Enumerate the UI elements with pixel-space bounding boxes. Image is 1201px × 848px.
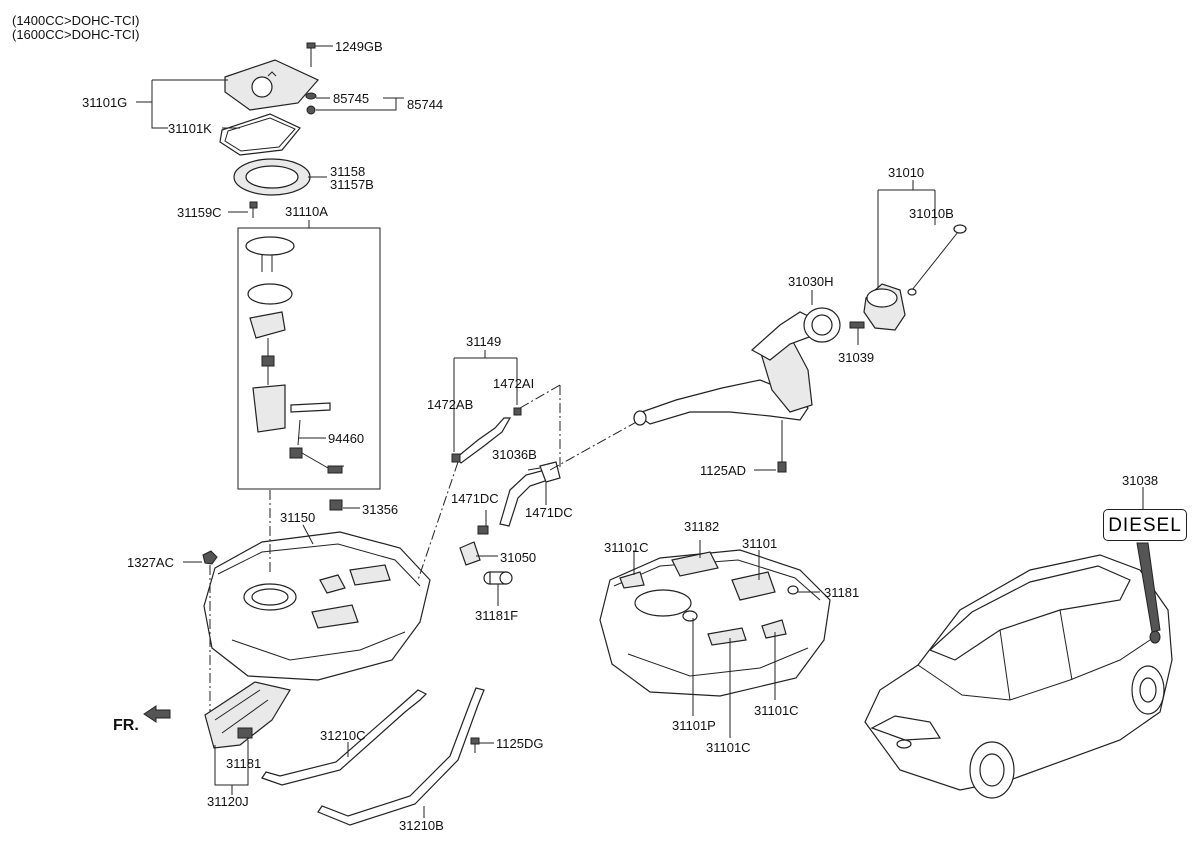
label-31157b: 31157B xyxy=(330,177,374,192)
screw-1249gb xyxy=(305,42,317,115)
label-31101k: 31101K xyxy=(168,121,212,136)
pump-module-box xyxy=(237,227,381,490)
screw-31159c xyxy=(249,201,258,218)
label-31159c: 31159C xyxy=(177,205,222,220)
label-31038: 31038 xyxy=(1122,473,1159,488)
label-31101c-b: 31101C xyxy=(706,740,751,755)
label-31101: 31101 xyxy=(742,536,778,551)
fuel-tank-detail xyxy=(599,549,831,697)
fuel-pump-module xyxy=(245,236,345,474)
fuel-cap xyxy=(863,224,967,331)
label-1471dc-a: 1471DC xyxy=(451,491,499,506)
label-31150: 31150 xyxy=(280,510,316,525)
label-1472ab: 1472AB xyxy=(427,397,474,412)
tank-protector xyxy=(204,681,291,749)
label-31181-right: 31181 xyxy=(824,585,860,600)
label-94460: 94460 xyxy=(328,431,365,446)
bolt-1125dg xyxy=(470,737,480,753)
pump-cover-plate xyxy=(224,59,319,111)
label-31149: 31149 xyxy=(466,334,502,349)
label-85744: 85744 xyxy=(407,97,444,112)
label-1471dc-b: 1471DC xyxy=(525,505,573,520)
pump-seal-plate xyxy=(233,158,311,196)
label-31181f: 31181F xyxy=(475,608,519,623)
label-1472ai: 1472AI xyxy=(493,376,535,391)
label-31050: 31050 xyxy=(500,550,537,565)
label-31210c: 31210C xyxy=(320,728,366,743)
front-arrow-icon xyxy=(143,705,171,723)
label-31101p: 31101P xyxy=(672,718,716,733)
label-31010: 31010 xyxy=(888,165,925,180)
bolt-1125ad xyxy=(777,420,787,473)
label-31101c-a: 31101C xyxy=(604,540,649,555)
pump-gasket-ring xyxy=(219,113,301,156)
nut-1327ac xyxy=(202,550,218,565)
tank-strap-31210c xyxy=(261,689,428,786)
label-31110a: 31110A xyxy=(285,204,328,219)
label-31101c-c: 31101C xyxy=(754,703,799,718)
label-31101g: 31101G xyxy=(82,95,128,110)
label-31181-left: 31181 xyxy=(226,756,262,771)
car-illustration xyxy=(864,554,1173,799)
cap-31181f xyxy=(483,571,513,585)
label-1125dg: 1125DG xyxy=(496,736,544,751)
label-31120j: 31120J xyxy=(207,794,249,809)
label-1125ad: 1125AD xyxy=(700,463,747,478)
label-1327ac: 1327AC xyxy=(127,555,174,570)
fuel-tank-main xyxy=(203,531,431,681)
header-line-2: (1600CC>DOHC-TCI) xyxy=(12,27,140,42)
diesel-pointer xyxy=(1136,542,1161,633)
label-fr: FR. xyxy=(113,717,139,734)
label-31039: 31039 xyxy=(838,350,875,365)
label-31036b: 31036B xyxy=(492,447,537,462)
clip-31356 xyxy=(329,499,343,511)
header-line-1: (1400CC>DOHC-TCI) xyxy=(12,13,140,28)
label-1249gb: 1249GB xyxy=(335,39,383,54)
label-31158: 31158 xyxy=(330,164,366,179)
label-31356: 31356 xyxy=(362,502,399,517)
label-31010b: 31010B xyxy=(909,206,954,221)
diesel-badge: DIESEL xyxy=(1103,509,1187,541)
filler-neck xyxy=(633,307,841,426)
tank-strap-31210b xyxy=(317,687,485,826)
label-31182: 31182 xyxy=(684,519,720,534)
hose-1472ab xyxy=(455,417,512,464)
screw-31039 xyxy=(849,321,865,345)
label-31030h: 31030H xyxy=(788,274,834,289)
label-85745: 85745 xyxy=(333,91,370,106)
label-31210b: 31210B xyxy=(399,818,444,833)
clip-31050 xyxy=(459,541,481,566)
